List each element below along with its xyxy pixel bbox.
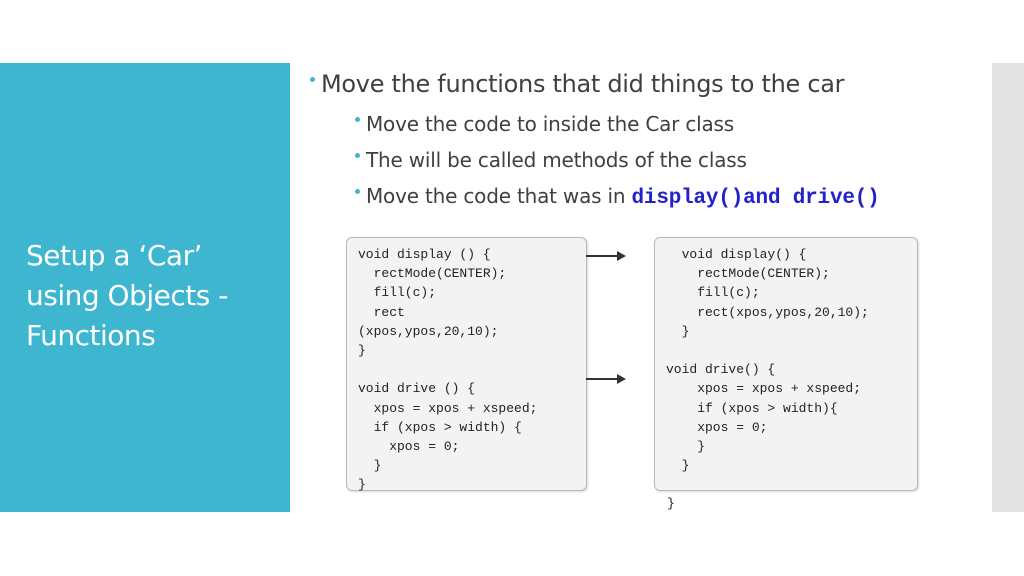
accent-panel [0, 63, 290, 512]
bullet-main-text: Move the functions that did things to th… [321, 70, 845, 98]
bullet-main: Move the functions that did things to th… [310, 70, 844, 98]
arrow-right-icon [586, 374, 626, 384]
closing-brace: } [667, 496, 675, 511]
code-box-after [654, 237, 918, 491]
title-line-1: Setup a ‘Car’ [26, 239, 202, 272]
title-line-2: using Objects - [26, 279, 228, 312]
sub-bullet-1: Move the code to inside the Car class [355, 112, 734, 136]
bullet-dot-icon [355, 153, 360, 158]
sub-bullet-text: Move the code to inside the Car class [366, 112, 734, 136]
inline-code: display()and drive() [631, 187, 880, 210]
sub-bullet-3: Move the code that was in display()and d… [355, 184, 880, 210]
bullet-dot-icon [310, 76, 315, 82]
code-box-before [346, 237, 587, 491]
slide-title: Setup a ‘Car’ using Objects - Functions [26, 236, 276, 356]
right-side-panel [992, 63, 1024, 512]
bullet-dot-icon [355, 117, 360, 122]
code-before: void display () { rectMode(CENTER); fill… [358, 247, 538, 493]
sub-bullet-text: Move the code that was in [366, 184, 632, 208]
code-after: void display() { rectMode(CENTER); fill(… [666, 247, 869, 474]
sub-bullet-2: The will be called methods of the class [355, 148, 747, 172]
bullet-dot-icon [355, 189, 360, 194]
title-line-3: Functions [26, 319, 156, 352]
sub-bullet-text: The will be called methods of the class [366, 148, 747, 172]
arrow-right-icon [586, 251, 626, 261]
